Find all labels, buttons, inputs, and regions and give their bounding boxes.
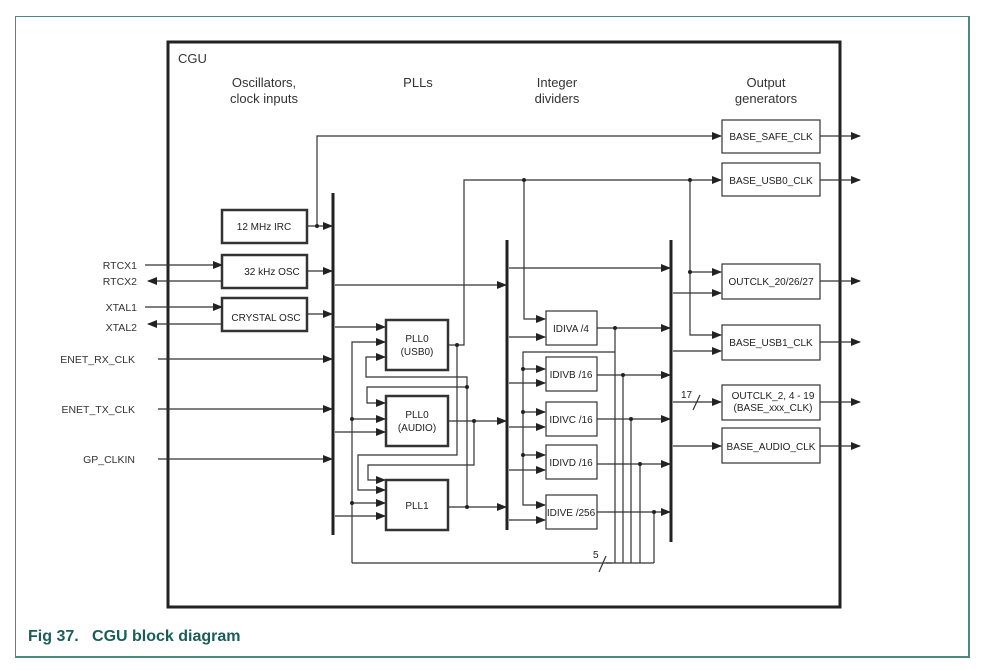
irc-safe-path (316, 132, 722, 226)
outclk-2-label-1: OUTCLK_2, 4 - 19 (732, 391, 815, 402)
header-outputs-2: generators (735, 91, 798, 106)
header-oscillators-1: Oscillators, (232, 75, 296, 90)
cgu-title: CGU (178, 51, 207, 66)
idivb-block (545, 356, 598, 392)
outclk-20-label: OUTCLK_20/26/27 (728, 277, 813, 288)
pll1-block (384, 478, 450, 532)
gp-clkin-label: GP_CLKIN (83, 454, 135, 466)
figure-number: Fig 37. (28, 628, 79, 645)
outclk-2-label-2: (BASE_xxx_CLK) (734, 403, 813, 414)
pll0-audio-label-1: PLL0 (405, 410, 429, 421)
base-audio-clk-label: BASE_AUDIO_CLK (727, 442, 816, 453)
idiva-label: IDIVA /4 (553, 324, 589, 335)
pll0-audio-label-2: (AUDIO) (398, 423, 436, 434)
idive-label: IDIVE /256 (547, 508, 596, 519)
osc32k-label: 32 kHz OSC (244, 267, 300, 278)
pll0-audio-block (384, 394, 450, 448)
header-outputs-1: Output (746, 75, 785, 90)
figure-caption: Fig 37. CGU block diagram (28, 628, 241, 646)
irc-label: 12 MHz IRC (237, 222, 291, 233)
bus-width-5: 5 (593, 550, 599, 561)
header-oscillators-2: clock inputs (230, 91, 298, 106)
base-safe-clk-label: BASE_SAFE_CLK (729, 132, 813, 143)
idivc-label: IDIVC /16 (549, 415, 593, 426)
xtal2-label: XTAL2 (106, 322, 137, 334)
idivd-block (545, 444, 598, 480)
enet-tx-clk-label: ENET_TX_CLK (61, 404, 135, 416)
base-usb0-clk-label: BASE_USB0_CLK (729, 176, 813, 187)
bus-width-17: 17 (681, 390, 693, 401)
rtcx1-label: RTCX1 (103, 260, 137, 272)
crystal-osc-label: CRYSTAL OSC (231, 313, 300, 324)
header-dividers-1: Integer (537, 75, 578, 90)
pll0-usb0-label-1: PLL0 (405, 334, 429, 345)
pll0-usb0-label-2: (USB0) (401, 347, 434, 358)
header-plls: PLLs (403, 75, 433, 90)
idivb-label: IDIVB /16 (550, 370, 593, 381)
idivd-label: IDIVD /16 (549, 458, 593, 469)
pll1-label: PLL1 (405, 501, 429, 512)
rtcx2-label: RTCX2 (103, 276, 137, 288)
figure-frame (15, 16, 970, 658)
enet-rx-clk-label: ENET_RX_CLK (60, 354, 135, 366)
header-dividers-2: dividers (535, 91, 580, 106)
xtal1-label: XTAL1 (106, 302, 137, 314)
figure-title: CGU block diagram (92, 628, 241, 645)
base-usb1-clk-label: BASE_USB1_CLK (729, 338, 813, 349)
pll0-usb0-block (384, 318, 450, 372)
